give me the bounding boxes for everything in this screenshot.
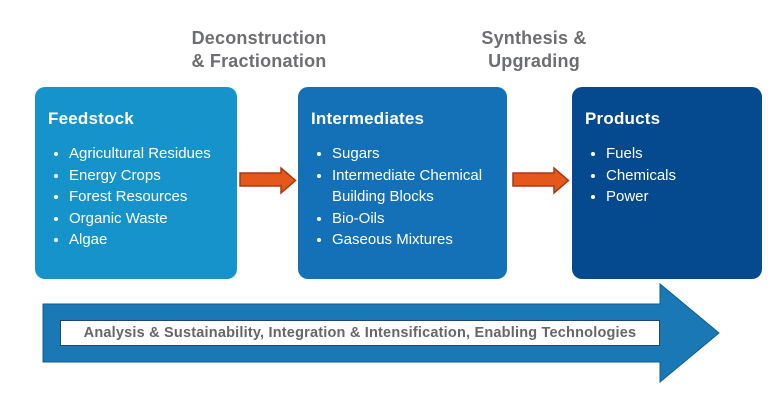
list-item: Algae: [69, 229, 227, 251]
intermediates-box: Intermediates Sugars Intermediate Chemic…: [298, 87, 507, 279]
stage-label-line: & Fractionation: [191, 51, 327, 71]
crosscutting-label: Analysis & Sustainability, Integration &…: [83, 325, 637, 341]
list-item: Power: [606, 186, 752, 208]
list-item: Energy Crops: [69, 165, 227, 187]
products-list: Fuels Chemicals Power: [585, 143, 752, 208]
stage-label-line: Synthesis &: [481, 28, 587, 48]
stage-label-line: Deconstruction: [191, 28, 327, 48]
list-item: Fuels: [606, 143, 752, 165]
intermediates-list: Sugars Intermediate Chemical Building Bl…: [311, 143, 497, 251]
list-item: Bio-Oils: [332, 208, 497, 230]
list-item: Sugars: [332, 143, 497, 165]
list-item: Organic Waste: [69, 208, 227, 230]
products-title: Products: [585, 109, 661, 128]
intermediates-title: Intermediates: [311, 109, 425, 128]
feedstock-list: Agricultural Residues Energy Crops Fores…: [48, 143, 227, 251]
stage-label-synthesis: Synthesis & Upgrading: [424, 27, 644, 73]
feedstock-box: Feedstock Agricultural Residues Energy C…: [35, 87, 237, 279]
crosscutting-band: Analysis & Sustainability, Integration &…: [60, 320, 660, 346]
stage-label-deconstruction: Deconstruction & Fractionation: [149, 27, 369, 73]
arrow-intermediates-to-products-icon: [512, 166, 570, 195]
list-item: Chemicals: [606, 165, 752, 187]
feedstock-title: Feedstock: [48, 109, 134, 128]
list-item: Forest Resources: [69, 186, 227, 208]
list-item: Gaseous Mixtures: [332, 229, 497, 251]
list-item: Intermediate Chemical Building Blocks: [332, 165, 497, 208]
list-item: Agricultural Residues: [69, 143, 227, 165]
stage-label-line: Upgrading: [488, 51, 580, 71]
products-box: Products Fuels Chemicals Power: [572, 87, 762, 279]
arrow-feedstock-to-intermediates-icon: [239, 166, 297, 195]
